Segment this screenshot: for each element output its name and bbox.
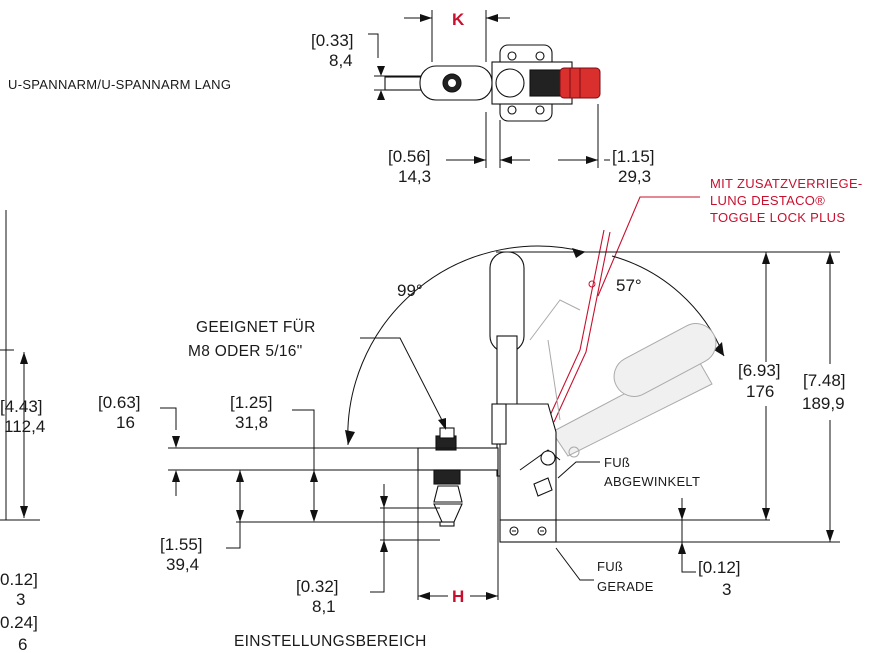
ghost-handle xyxy=(529,299,717,458)
toggle-lock-line-1: MIT ZUSATZVERRIEGE- xyxy=(710,176,863,191)
dim-693-in: [6.93] xyxy=(738,361,781,380)
toggle-lock-line-3: TOGGLE LOCK PLUS xyxy=(710,210,845,225)
dim-443-mm: 112,4 xyxy=(4,417,45,436)
side-view: MIT ZUSATZVERRIEGE- LUNG DESTACO® TOGGLE… xyxy=(98,176,863,650)
dim-032-in: [0.32] xyxy=(296,577,339,596)
dim-033-in: [0.33] xyxy=(311,31,354,50)
angle-57: 57° xyxy=(616,276,642,295)
toggle-lock-line-2: LUNG DESTACO® xyxy=(710,193,825,208)
left-partial-view: [4.43] 112,4 0.12] 3 0.24] 6 xyxy=(0,210,45,653)
k-label: K xyxy=(452,10,465,29)
dim-012-left-mm: 3 xyxy=(16,590,25,609)
dim-155-in: [1.55] xyxy=(160,535,203,554)
dim-033-mm: 8,4 xyxy=(329,51,353,70)
h-label: H xyxy=(452,587,464,606)
dim-693-mm: 176 xyxy=(746,382,774,401)
dim-012-right-mm: 3 xyxy=(722,580,731,599)
dim-443-in: [4.43] xyxy=(0,397,43,416)
geeignet-line-1: GEEIGNET FÜR xyxy=(196,318,316,336)
geeignet-line-2: M8 ODER 5/16" xyxy=(188,343,303,360)
dim-056-mm: 14,3 xyxy=(398,167,431,186)
fuss-gerade-line-1: FUß xyxy=(597,559,623,574)
einstellungsbereich-label: EINSTELLUNGSBEREICH xyxy=(234,633,427,650)
dim-032-mm: 8,1 xyxy=(312,597,336,616)
dim-063-mm: 16 xyxy=(116,413,135,432)
dim-012-right-in: [0.12] xyxy=(698,558,741,577)
dim-155-mm: 39,4 xyxy=(166,555,199,574)
dim-748-in: [7.48] xyxy=(803,371,846,390)
dim-012-left-in: 0.12] xyxy=(0,570,38,589)
dim-024-left-mm: 6 xyxy=(18,635,27,653)
dim-115-in: [1.15] xyxy=(612,147,655,166)
dim-115-mm: 29,3 xyxy=(618,167,651,186)
dim-125-mm: 31,8 xyxy=(235,413,268,432)
dim-056-in: [0.56] xyxy=(388,147,431,166)
dim-024-left-in: 0.24] xyxy=(0,613,38,632)
fuss-gerade-line-2: GERADE xyxy=(597,579,654,594)
top-view: U-SPANNARM/U-SPANNARM LANG K [0.33] 8,4 xyxy=(8,10,655,186)
fuss-abgewinkelt-line-1: FUß xyxy=(604,455,630,470)
fuss-abgewinkelt-line-2: ABGEWINKELT xyxy=(604,474,700,489)
top-view-label: U-SPANNARM/U-SPANNARM LANG xyxy=(8,77,231,92)
dim-063-in: [0.63] xyxy=(98,393,141,412)
angle-99: 99° xyxy=(397,281,423,300)
dim-125-in: [1.25] xyxy=(230,393,273,412)
dim-748-mm: 189,9 xyxy=(802,394,845,413)
